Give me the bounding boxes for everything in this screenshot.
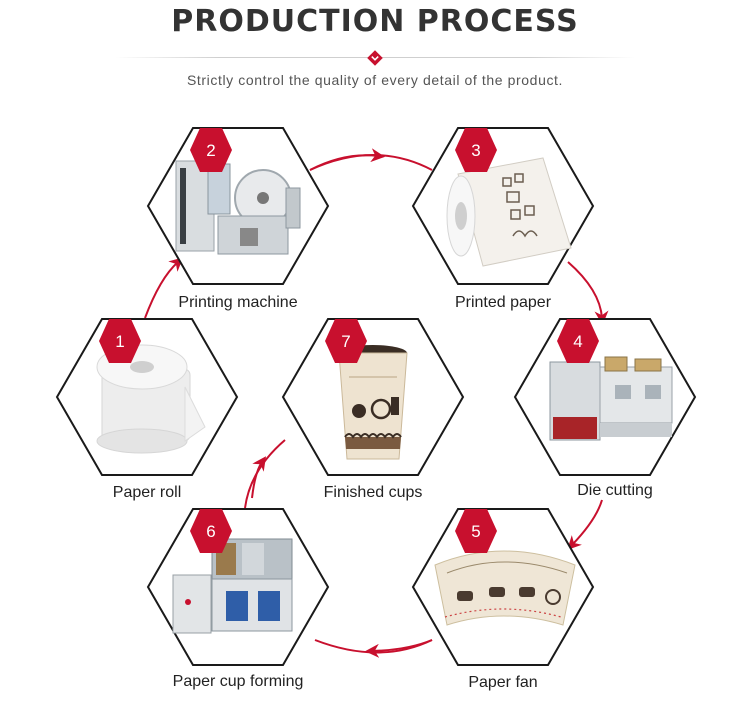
- step-4-label: Die cutting: [577, 482, 653, 499]
- step-die-cutting: 4 Die cutting: [513, 318, 697, 499]
- arrow-5-to-6-head: [365, 639, 433, 658]
- step-6-badge: [190, 509, 232, 553]
- die-cutting-machine-image: [549, 356, 673, 441]
- step-4-badge: [557, 319, 599, 363]
- paper-fan-image: [434, 550, 576, 626]
- step-5-label: Paper fan: [468, 674, 537, 691]
- step-2-label: Printing machine: [178, 294, 297, 311]
- step-printing-machine: 2 Printing machine: [146, 127, 330, 311]
- step-finished-cups: 7 Finished cups: [281, 318, 465, 501]
- step-1-label: Paper roll: [113, 484, 181, 501]
- step-5-badge: [455, 509, 497, 553]
- printing-machine-image: [175, 160, 301, 255]
- step-6-label: Paper cup forming: [173, 673, 304, 690]
- arrow-6-to-7-head: [251, 456, 267, 499]
- page-title: PRODUCTION PROCESS: [171, 4, 579, 39]
- step-1-badge: [99, 319, 141, 363]
- step-paper-cup-forming: 6 Paper cup forming: [146, 508, 330, 690]
- step-3-label: Printed paper: [455, 294, 552, 311]
- step-7-badge: [325, 319, 367, 363]
- flow-arrows: [144, 148, 609, 658]
- cup-forming-machine-image: [172, 538, 293, 634]
- page-subtitle: Strictly control the quality of every de…: [186, 72, 564, 88]
- step-1-number: 1: [115, 332, 124, 351]
- step-paper-roll: 1 Paper roll: [55, 318, 239, 501]
- paper-cup-image: [338, 345, 408, 460]
- step-printed-paper: 3 Printed paper: [411, 127, 595, 311]
- step-3-badge: [455, 128, 497, 172]
- step-7-label: Finished cups: [324, 484, 423, 501]
- step-4-number: 4: [573, 332, 582, 351]
- step-5-number: 5: [471, 522, 480, 541]
- step-3-number: 3: [471, 141, 480, 160]
- arrow-1-to-2: [144, 257, 184, 319]
- step-2-badge: [190, 128, 232, 172]
- step-paper-fan: 5 Paper fan: [411, 508, 595, 691]
- printed-paper-roll-image: [446, 157, 572, 267]
- step-7-number: 7: [341, 332, 350, 351]
- step-6-number: 6: [206, 522, 215, 541]
- step-2-number: 2: [206, 141, 215, 160]
- arrow-6-to-7: [244, 439, 286, 509]
- chevron-down-icon: [367, 50, 383, 66]
- arrow-3-to-4: [567, 261, 609, 325]
- arrow-4-to-5: [567, 499, 603, 551]
- arrow-2-to-3-head: [309, 148, 385, 171]
